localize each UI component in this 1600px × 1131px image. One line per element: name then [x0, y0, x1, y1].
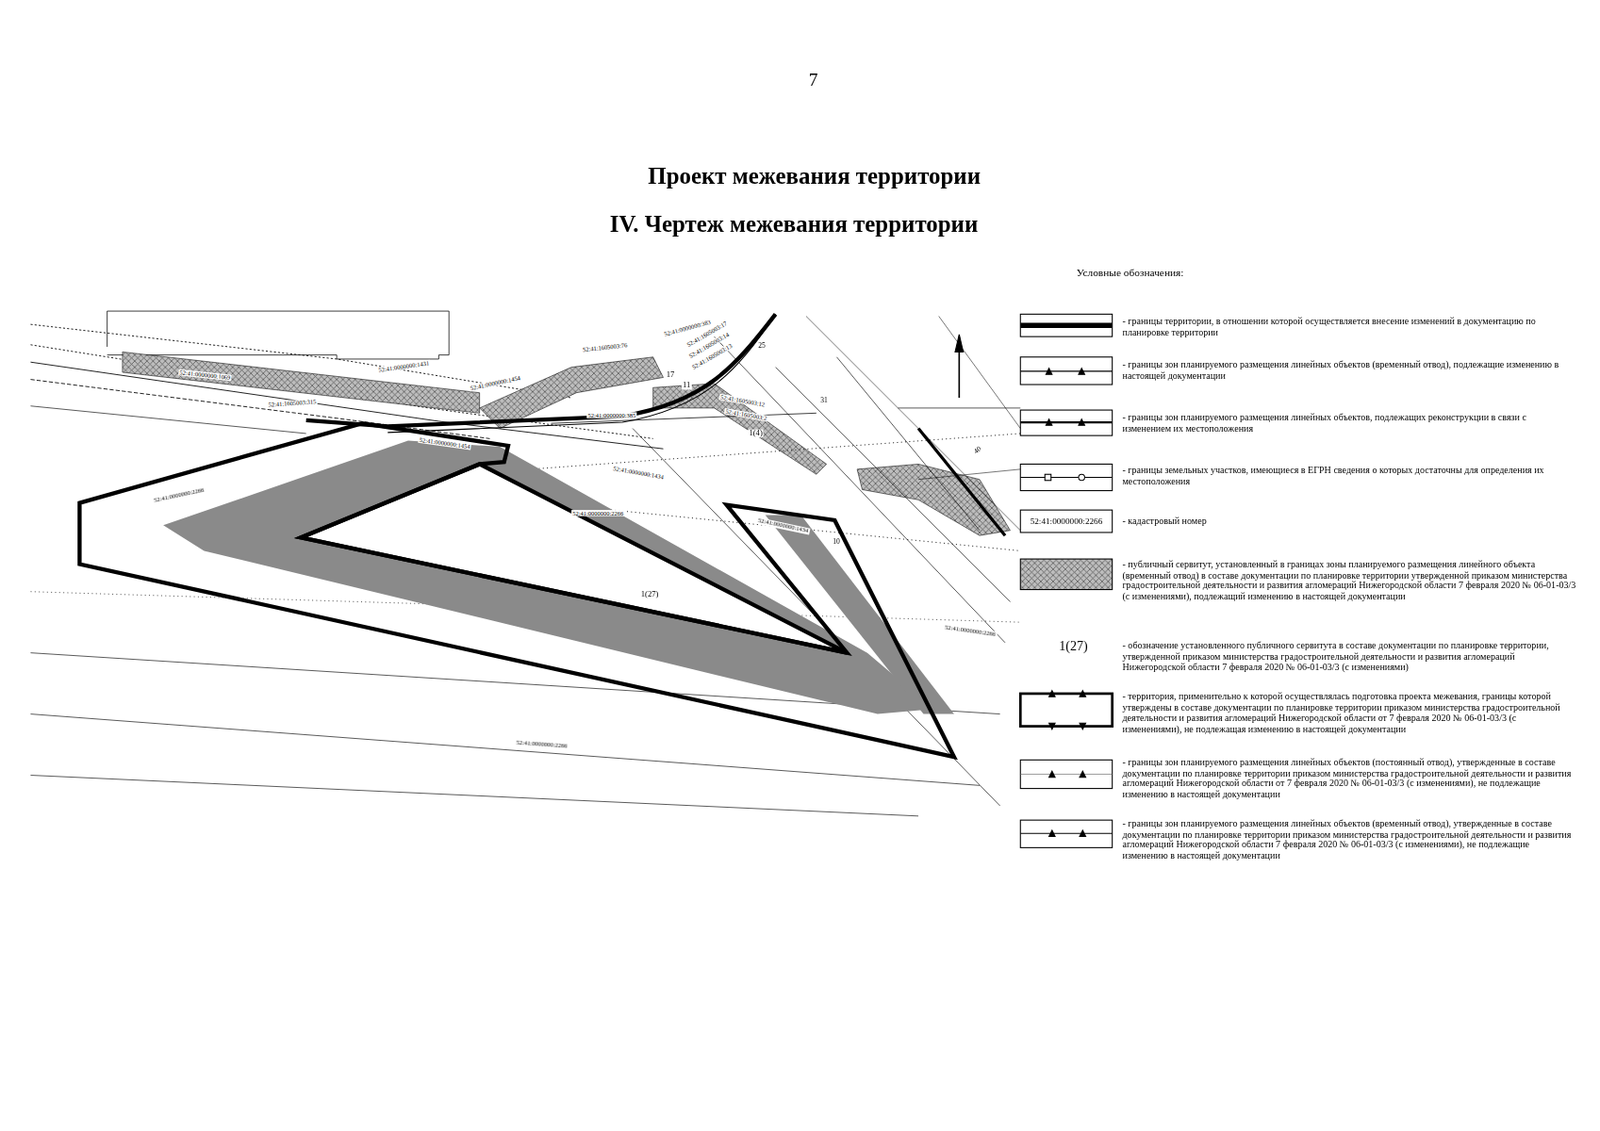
point-number: 25 — [757, 343, 767, 351]
point-number: 11 — [681, 381, 693, 391]
legend-text: - территория, применительно к которой ос… — [1121, 692, 1577, 736]
cadastral-number: 52:41:0000000:2266 — [571, 510, 625, 517]
legend-text: - границы территории, в отношении которо… — [1121, 316, 1577, 339]
cadastral-number: 52:41:0000000:2266 — [514, 740, 569, 751]
point-number: 31 — [819, 397, 829, 406]
cadastral-number: 52:41:1605003:76 — [581, 342, 629, 354]
cadastral-sample: 52:41:0000000:2266 — [1030, 516, 1104, 528]
cadastral-number: 52:41:0000000:2266 — [152, 487, 206, 505]
legend-text: - границы зон планируемого размещения ли… — [1121, 412, 1577, 434]
servitude-number: 1(4) — [747, 429, 764, 439]
servitude-sample: 1(27) — [1058, 639, 1088, 656]
cadastral-number: 52:41:1605003:315 — [266, 398, 317, 409]
legend-text: - границы зон планируемого размещения ли… — [1121, 757, 1577, 801]
servitude-number: 1(27) — [640, 591, 660, 600]
cadastral-number: 52:41:0000000:1434 — [611, 465, 666, 481]
point-number: 10 — [831, 538, 842, 546]
legend-text: - границы зон планируемого размещения ли… — [1121, 818, 1577, 862]
point-number: 40 — [972, 445, 985, 457]
legend-text: - границы земельных участков, имеющиеся … — [1121, 465, 1577, 488]
drawing-heading: IV. Чертеж межевания территории — [610, 211, 978, 238]
cadastral-number: 52:41:0000000:1431 — [377, 360, 431, 375]
legend-text: - публичный сервитут, установленный в гр… — [1121, 559, 1577, 603]
legend-heading: Условные обозначения: — [1076, 267, 1185, 280]
legend-text: - границы зон планируемого размещения ли… — [1121, 359, 1577, 381]
cadastral-number: 52:41:0000000:385 — [586, 412, 637, 419]
page-number: 7 — [808, 69, 819, 92]
legend-text: - обозначение установленного публичного … — [1121, 641, 1577, 674]
page-title: Проект межевания территории — [647, 163, 981, 190]
legend-text: - кадастровый номер — [1121, 516, 1577, 528]
point-number: 17 — [665, 371, 677, 380]
cadastral-number: 52:41:0000000:2266 — [943, 624, 998, 639]
cadastral-number: 52:41:0000000:1454 — [468, 374, 522, 392]
